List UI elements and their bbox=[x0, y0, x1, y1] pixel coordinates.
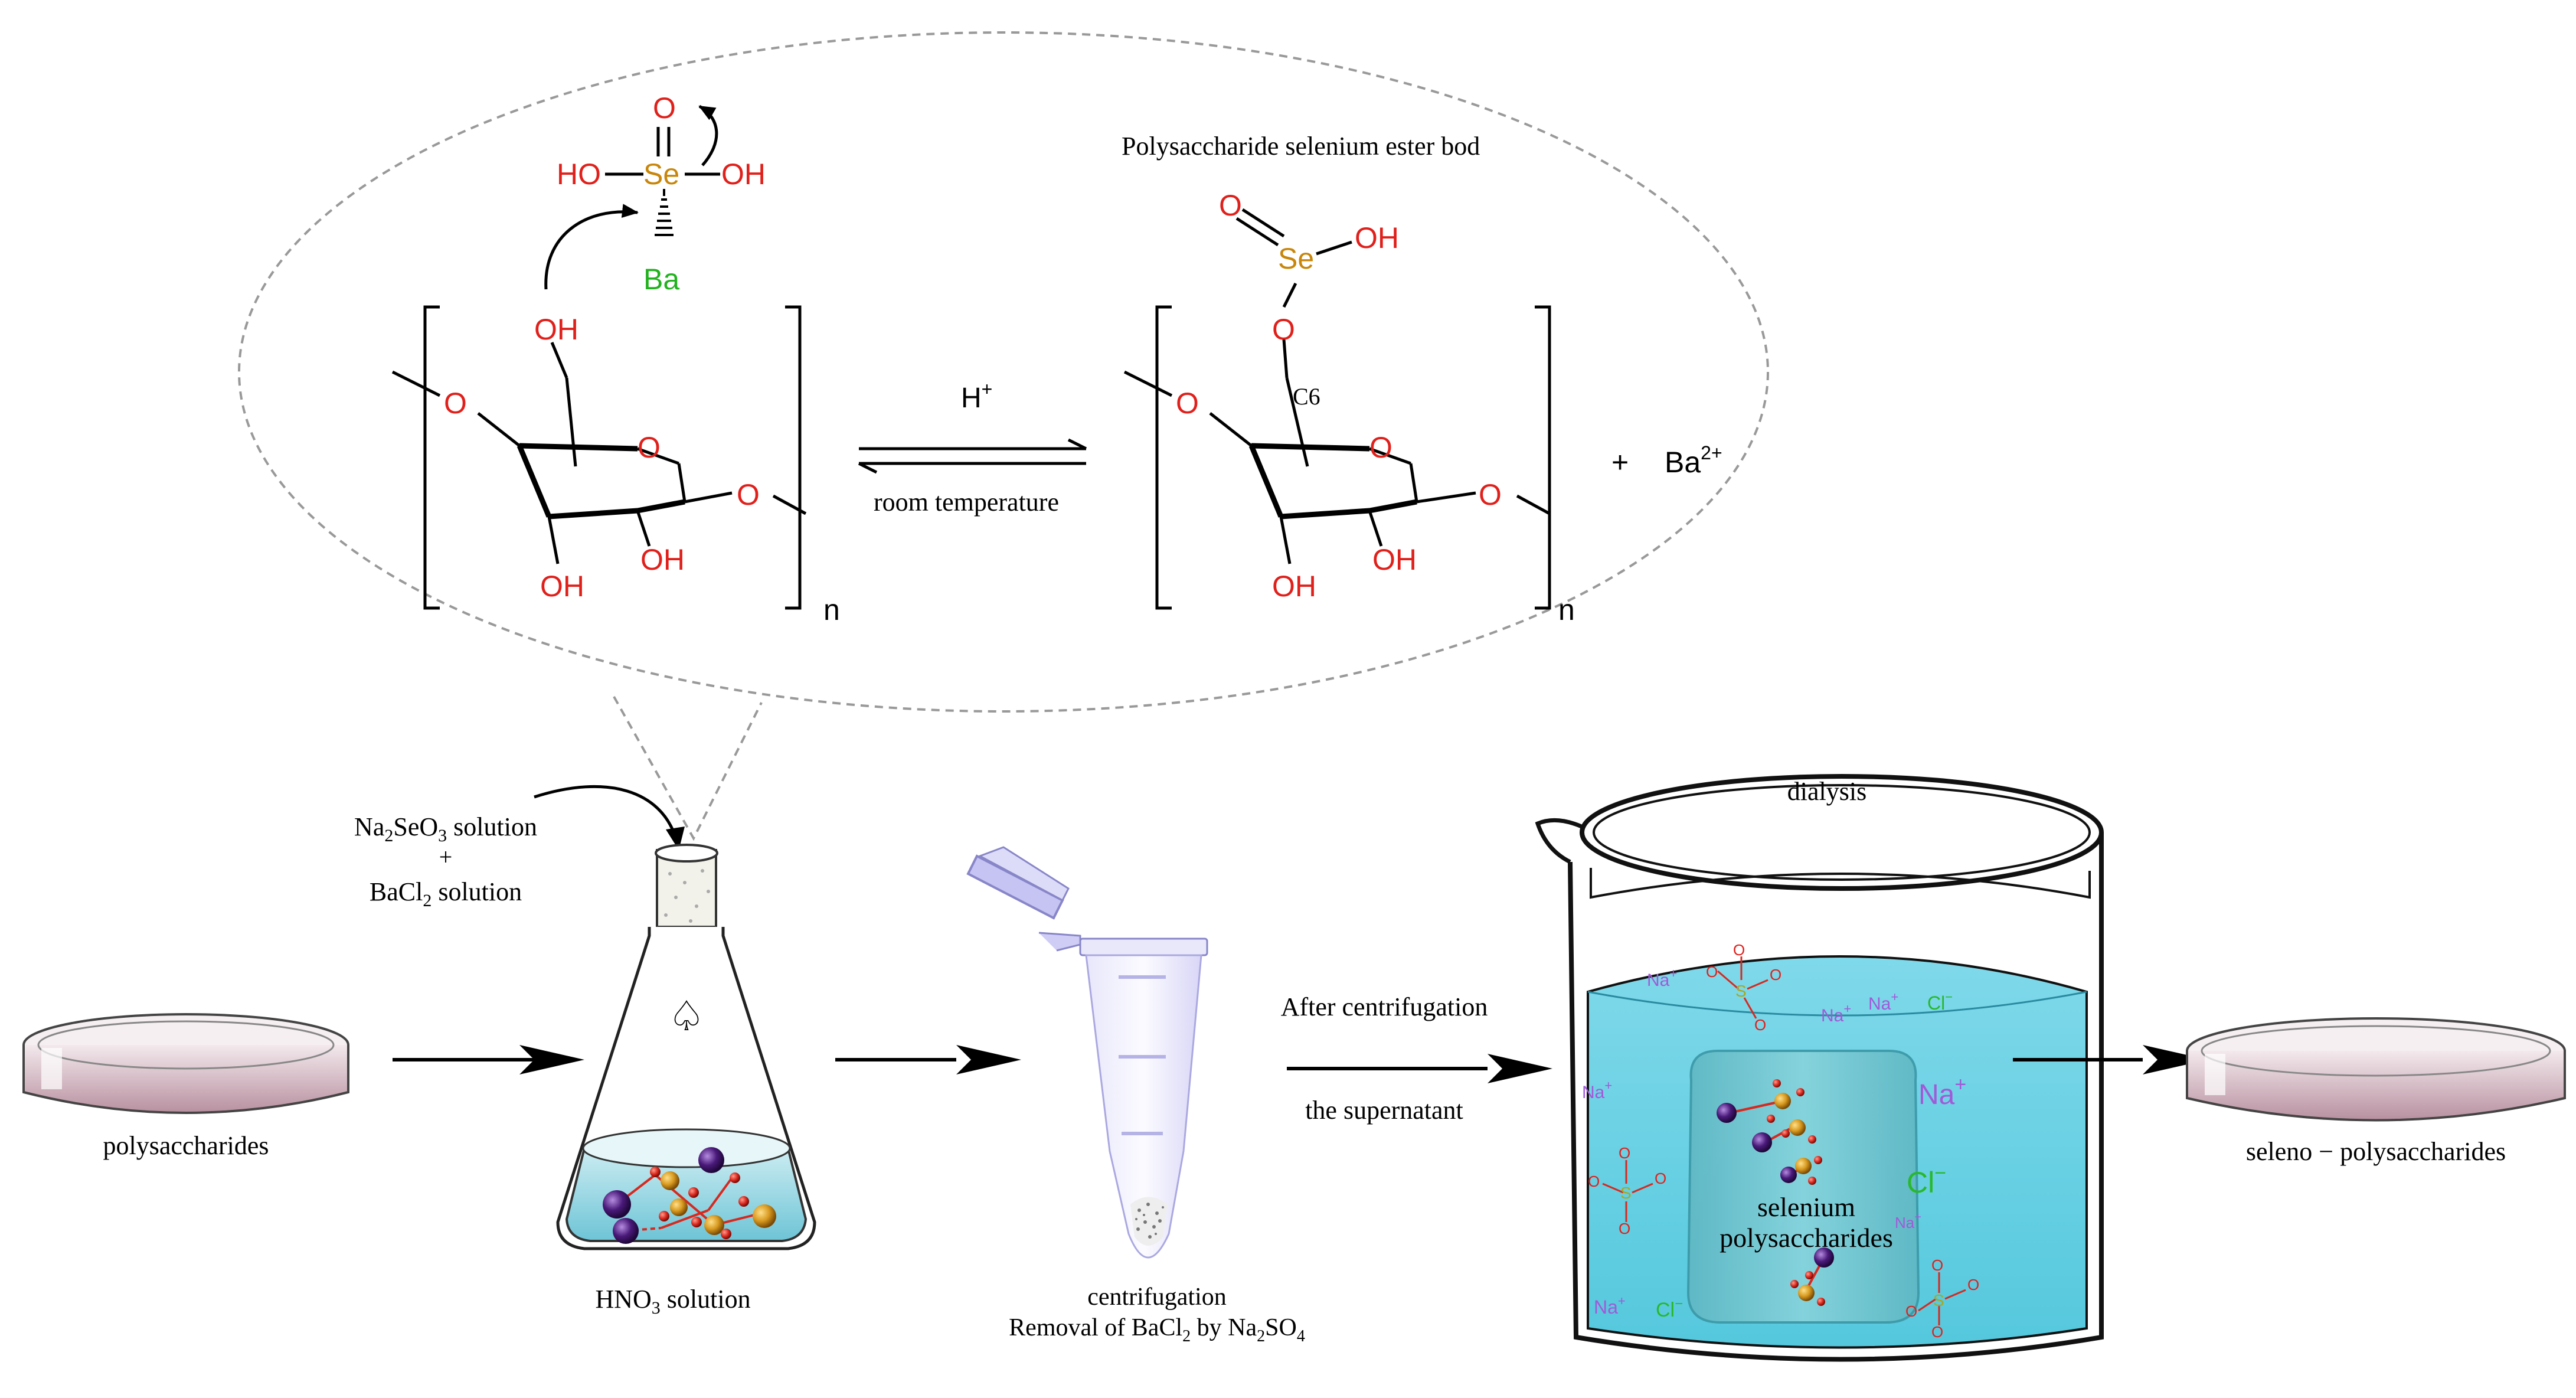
petri-dish-end bbox=[2186, 1017, 2566, 1122]
sulfate-group-2 bbox=[1602, 1160, 1653, 1222]
plus-sign: + bbox=[1611, 446, 1629, 479]
cl-ion-3: Cl− bbox=[1656, 1296, 1683, 1321]
product-se-oh: OH bbox=[1355, 221, 1399, 254]
sulfate1-o-left: O bbox=[1706, 963, 1718, 981]
arrow-2-head bbox=[956, 1045, 1021, 1074]
selenite-labels: O HO Se OH Ba bbox=[557, 92, 766, 296]
sulfate2-o-right: O bbox=[1655, 1170, 1666, 1187]
sulfate1-o-top: O bbox=[1733, 941, 1745, 959]
selenite-ho: HO bbox=[557, 158, 601, 191]
sulfate1-o-right: O bbox=[1770, 966, 1781, 984]
product-o-left: O bbox=[1176, 387, 1199, 420]
cl-ion-1: Cl− bbox=[1927, 989, 1953, 1014]
selenite-ba: Ba bbox=[643, 263, 679, 296]
atom-o-left: O bbox=[444, 387, 467, 420]
atom-oh-c3: OH bbox=[540, 570, 584, 603]
na-ion-4: Na+ bbox=[1582, 1078, 1612, 1102]
na-ion-6: Na+ bbox=[1895, 1211, 1921, 1232]
product-o-ring: O bbox=[1369, 431, 1392, 464]
sulfate3-o-right: O bbox=[1967, 1276, 1979, 1294]
tube-label-2: Removal of BaCl2 by Na2SO4 bbox=[1009, 1314, 1305, 1345]
product-se: Se bbox=[1278, 242, 1314, 275]
sulfate2-o-bottom: O bbox=[1619, 1220, 1630, 1237]
erlenmeyer-flask bbox=[556, 844, 816, 1250]
product-structure bbox=[1123, 208, 1551, 610]
barium-ion: Ba2+ bbox=[1665, 442, 1722, 479]
repeat-n-left: n bbox=[823, 593, 840, 626]
arrow-4-head bbox=[2143, 1045, 2208, 1074]
atom-o-ring: O bbox=[638, 431, 661, 464]
reactant-labels: O O O OH OH OH bbox=[444, 313, 760, 603]
ester-bond-title: Polysaccharide selenium ester bod bbox=[1122, 132, 1480, 161]
cl-ion-2: Cl− bbox=[1907, 1162, 1946, 1199]
reactant-structure bbox=[391, 305, 807, 610]
sulfate2-o-left: O bbox=[1588, 1172, 1600, 1190]
arrow-1-head bbox=[519, 1045, 584, 1074]
sulfate1-o-bottom: O bbox=[1754, 1016, 1766, 1034]
na-ion-7: Na+ bbox=[1594, 1294, 1626, 1318]
sulfate2-s: S bbox=[1620, 1184, 1632, 1202]
tube-label-1: centrifugation bbox=[1087, 1283, 1227, 1311]
petri-dish-start bbox=[22, 1013, 349, 1114]
end-label: seleno − polysaccharides bbox=[2246, 1137, 2506, 1166]
sulfate3-o-bottom: O bbox=[1931, 1323, 1943, 1341]
atom-oh-c6: OH bbox=[534, 313, 578, 346]
selenite-structure bbox=[544, 104, 720, 290]
flask-symbol-icon: ♤ bbox=[668, 993, 705, 1039]
catalyst-label: H+ bbox=[961, 378, 992, 414]
reagent-arrow bbox=[534, 785, 678, 839]
equilibrium-arrows bbox=[858, 438, 1087, 474]
ion-labels: Na+ Na+ Na+ Na+ Na+ Na+ Na+ Cl− Cl− Cl− … bbox=[1582, 941, 1979, 1341]
c6-label: C6 bbox=[1293, 383, 1320, 410]
product-oh-c3: OH bbox=[1272, 570, 1316, 603]
condition-label: room temperature bbox=[874, 488, 1059, 517]
start-label: polysaccharides bbox=[103, 1131, 269, 1160]
atom-oh-c2: OH bbox=[640, 543, 685, 576]
na-ion-3: Na+ bbox=[1868, 989, 1898, 1014]
beaker-label: dialysis bbox=[1787, 777, 1866, 806]
sulfate3-o-top: O bbox=[1931, 1256, 1943, 1274]
selenite-oh: OH bbox=[721, 158, 766, 191]
flask-label: HNO3 solution bbox=[595, 1285, 750, 1318]
product-se-o: O bbox=[1219, 189, 1242, 222]
na-ion-5: Na+ bbox=[1918, 1073, 1966, 1110]
centrifuge-tube bbox=[966, 846, 1208, 1259]
sulfate-group-3 bbox=[1918, 1272, 1966, 1325]
sulfate3-o-left: O bbox=[1905, 1302, 1917, 1320]
product-oh-c2: OH bbox=[1372, 543, 1417, 576]
reaction-bubble bbox=[238, 31, 1769, 713]
sulfate1-s: S bbox=[1735, 982, 1747, 1000]
product-labels: O O O O Se O OH OH OH bbox=[1176, 189, 1502, 603]
dialysis-beaker bbox=[1535, 774, 2104, 1362]
reagent-plus: + bbox=[439, 844, 453, 870]
bag-label-2: polysaccharides bbox=[1719, 1223, 1893, 1253]
bag-label-1: selenium bbox=[1757, 1192, 1855, 1222]
selenite-o: O bbox=[653, 92, 676, 125]
arrow-text-1: After centrifugation bbox=[1281, 992, 1488, 1021]
selenite-se: Se bbox=[643, 158, 679, 191]
sulfate2-o-top: O bbox=[1619, 1144, 1630, 1162]
product-o-right: O bbox=[1479, 478, 1502, 511]
repeat-n-right: n bbox=[1558, 593, 1575, 626]
reagent-line2: BaCl2 solution bbox=[370, 877, 522, 910]
atom-o-right: O bbox=[737, 478, 760, 511]
sulfate-group-1 bbox=[1717, 956, 1768, 1019]
reagent-line1: Na2SeO3 solution bbox=[354, 812, 537, 845]
arrow-3-head bbox=[1488, 1054, 1552, 1083]
sulfate3-s: S bbox=[1933, 1291, 1944, 1309]
bubble-pointer bbox=[613, 696, 763, 841]
na-ion-2: Na+ bbox=[1821, 1001, 1851, 1025]
product-o-ester: O bbox=[1272, 313, 1295, 346]
na-ion-1: Na+ bbox=[1647, 966, 1677, 990]
arrow-text-2: the supernatant bbox=[1305, 1096, 1463, 1125]
